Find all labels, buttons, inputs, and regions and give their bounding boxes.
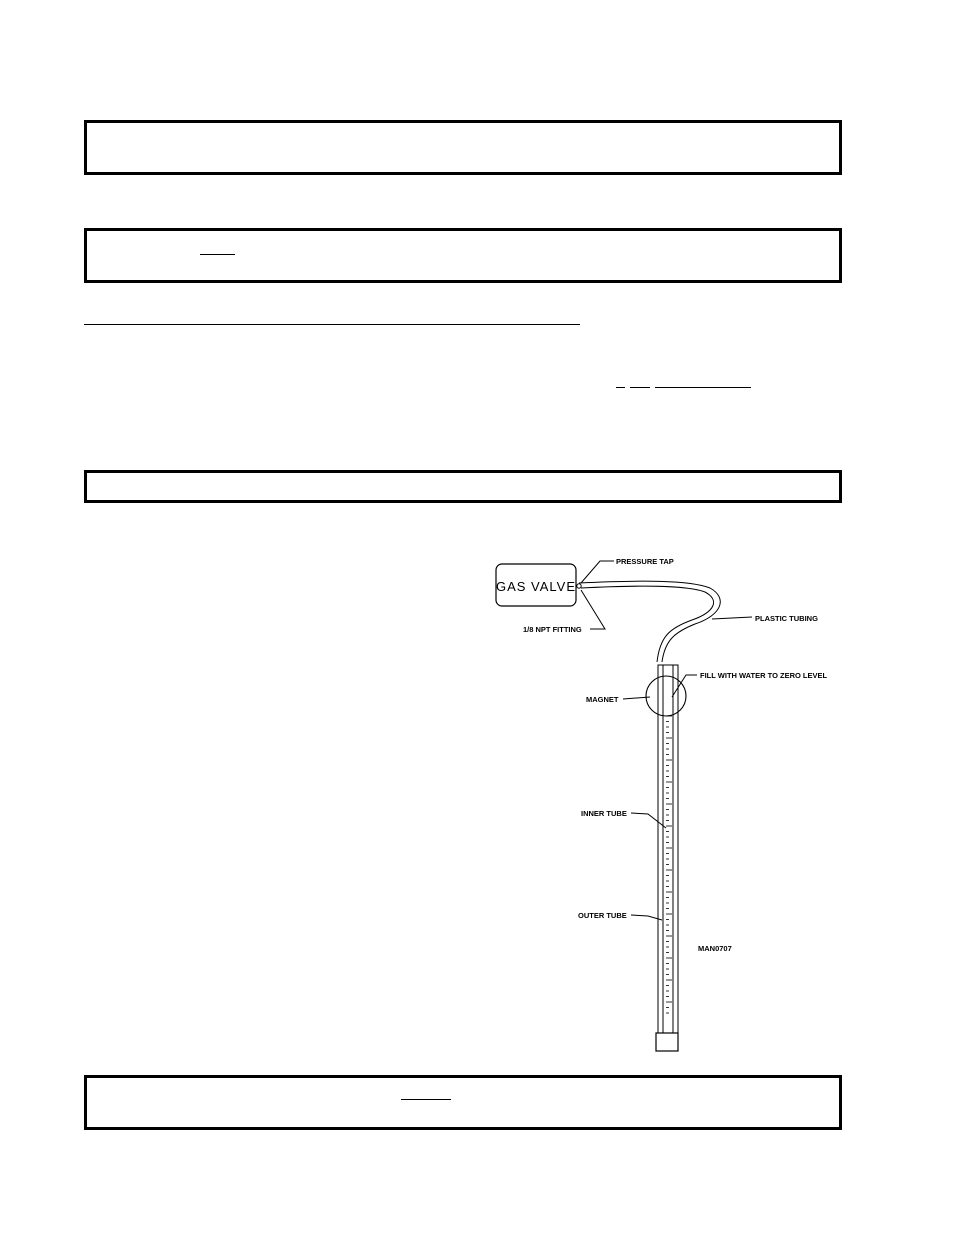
magnet-label: MAGNET <box>586 695 619 704</box>
npt-fitting-label: 1/8 NPT FITTING <box>523 625 582 634</box>
underline-mark <box>200 254 235 255</box>
pressure-tap-label: PRESSURE TAP <box>616 557 674 566</box>
notice-box-1 <box>84 120 842 175</box>
magnet-circle <box>645 675 687 717</box>
section-heading-underline <box>84 324 580 325</box>
inline-underline-3 <box>655 387 751 388</box>
outer-tube <box>657 664 679 1034</box>
notice-box-3 <box>84 1075 842 1130</box>
scale-ticks <box>666 715 672 1014</box>
gas-valve-body <box>495 563 577 607</box>
outer-tube-label: OUTER TUBE <box>578 911 627 920</box>
outer-tube-leader <box>630 914 663 921</box>
tube-base <box>655 1032 679 1052</box>
fitting-circle <box>576 583 582 589</box>
gas-valve-label: GAS VALVE <box>496 579 576 594</box>
npt-fitting-leader <box>580 589 606 630</box>
fill-water-leader <box>671 674 697 698</box>
plastic-tubing-inner <box>580 585 715 663</box>
underline-mark <box>401 1099 451 1100</box>
section-title-box <box>84 470 842 503</box>
inline-underline-2 <box>630 387 650 388</box>
inner-tube-label: INNER TUBE <box>581 809 627 818</box>
pressure-tap-leader <box>580 560 614 584</box>
plastic-tubing-label: PLASTIC TUBING <box>755 614 818 623</box>
figure-id-label: MAN0707 <box>698 944 732 953</box>
inner-tube-leader <box>630 812 667 829</box>
fill-water-label: FILL WITH WATER TO ZERO LEVEL <box>700 671 827 680</box>
notice-box-2 <box>84 228 842 283</box>
plastic-tubing-outer <box>578 580 721 663</box>
inline-underline-1 <box>616 387 625 388</box>
plastic-tubing-leader <box>711 616 753 620</box>
